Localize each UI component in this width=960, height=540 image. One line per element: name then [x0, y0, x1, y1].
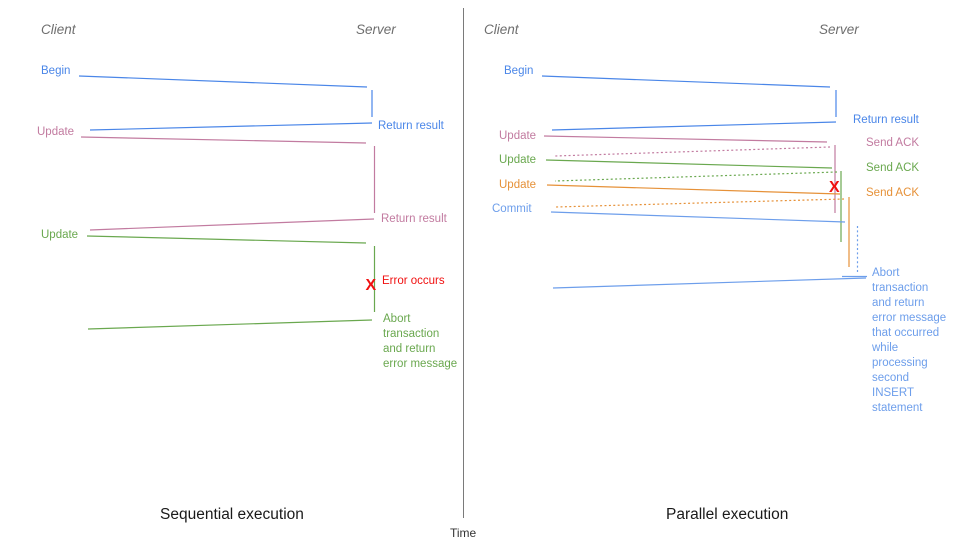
- left-client-header: Client: [41, 22, 77, 37]
- right-update-3-label: Update: [499, 179, 536, 191]
- right-update-3-ack-arrow: [554, 198, 845, 208]
- right-abort-text-line: Abort: [872, 267, 900, 279]
- left-abort-text-line: error message: [383, 358, 457, 370]
- left-update-2-request-arrow: [86, 235, 367, 244]
- right-begin-label: Begin: [504, 65, 533, 77]
- left-panel-caption: Sequential execution: [160, 506, 304, 523]
- left-return-result-2-label: Return result: [381, 213, 448, 225]
- right-update-2-request-arrow: [545, 159, 833, 169]
- right-return-result-label: Return result: [853, 114, 920, 126]
- left-abort-text-line: and return: [383, 343, 435, 355]
- right-commit-request-arrow: [550, 211, 846, 223]
- right-server-header: Server: [819, 22, 859, 37]
- right-update-1-label: Update: [499, 130, 536, 142]
- left-update-1-label: Update: [37, 126, 74, 138]
- left-server-header: Server: [356, 22, 396, 37]
- left-begin-label: Begin: [41, 65, 70, 77]
- left-abort-text-line: Abort: [383, 313, 411, 325]
- right-commit-label: Commit: [492, 203, 532, 215]
- right-update-1-ack-arrow: [554, 146, 831, 157]
- right-begin-request-arrow: [541, 75, 831, 88]
- right-error-x-mark: X: [829, 179, 840, 196]
- right-update-3-request-arrow: [546, 184, 841, 195]
- right-abort-text-line: and return: [872, 297, 924, 309]
- left-abort-return-arrow: [87, 319, 373, 330]
- right-client-header: Client: [484, 22, 520, 37]
- left-begin-return-arrow: [89, 122, 373, 131]
- right-update-1-request-arrow: [543, 135, 828, 143]
- right-begin-return-arrow: [551, 121, 837, 131]
- right-update-2-label: Update: [499, 154, 536, 166]
- left-begin-request-arrow: [78, 75, 368, 88]
- left-update-2-label: Update: [41, 229, 78, 241]
- left-error-x-mark: X: [366, 277, 377, 294]
- left-abort-text-line: transaction: [383, 328, 439, 340]
- left-update-1-request-arrow: [80, 136, 367, 144]
- left-update-1-return-arrow: [89, 218, 375, 231]
- right-abort-text-line: transaction: [872, 282, 928, 294]
- right-abort-text-line: processing: [872, 357, 928, 369]
- left-return-result-1-label: Return result: [378, 120, 445, 132]
- right-abort-text-line: INSERT: [872, 387, 914, 399]
- right-abort-text-line: that occurred: [872, 327, 939, 339]
- right-panel-caption: Parallel execution: [666, 506, 788, 523]
- right-abort-text-line: second: [872, 372, 909, 384]
- right-abort-text-line: while: [871, 342, 898, 354]
- right-send-ack-2-label: Send ACK: [866, 162, 919, 174]
- right-abort-text-line: statement: [872, 402, 923, 414]
- right-send-ack-1-label: Send ACK: [866, 137, 919, 149]
- time-axis-label: Time: [450, 526, 477, 540]
- right-update-2-ack-arrow: [554, 171, 838, 182]
- right-abort-text-line: error message: [872, 312, 946, 324]
- right-send-ack-3-label: Send ACK: [866, 187, 919, 199]
- left-error-occurs-label: Error occurs: [382, 275, 445, 287]
- right-abort-return-arrow: [552, 277, 867, 289]
